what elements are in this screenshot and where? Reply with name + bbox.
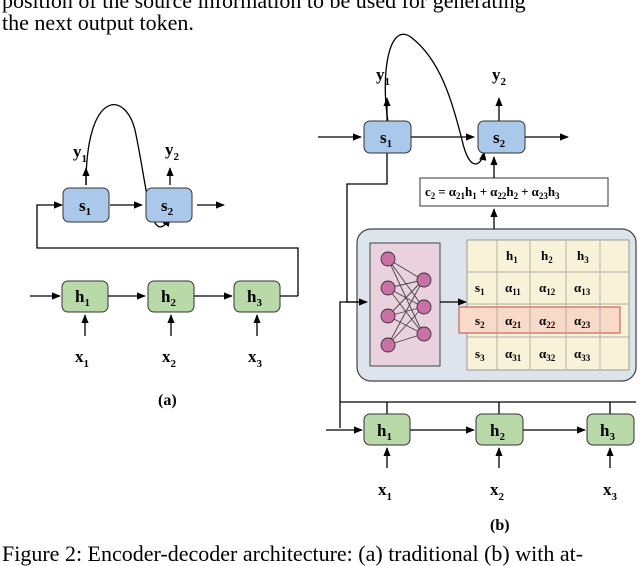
output-label: y2 bbox=[492, 65, 507, 88]
panel-label: (b) bbox=[490, 517, 510, 534]
svg-text:c2=α21h1+α22h2+α23h3: c2=α21h1+α22h2+α23h3 bbox=[425, 184, 560, 201]
input-label: x2 bbox=[490, 480, 505, 503]
input-label: x1 bbox=[75, 347, 89, 370]
encoder-node: h1 bbox=[61, 280, 109, 313]
decoder-node: s1 bbox=[62, 187, 110, 223]
table-col-header: h3 bbox=[577, 248, 589, 265]
table-row-header: s1 bbox=[475, 280, 485, 297]
table-cell: α33 bbox=[574, 346, 591, 363]
input-label: x1 bbox=[378, 480, 392, 503]
table-row-header: s3 bbox=[475, 346, 485, 363]
context-formula: c2=α21h1+α22h2+α23h3 bbox=[419, 177, 609, 207]
svg-text:s1: s1 bbox=[79, 196, 91, 218]
decoder-node: s2 bbox=[477, 120, 526, 154]
svg-text:s2: s2 bbox=[493, 128, 506, 150]
table-col-header: h2 bbox=[541, 248, 553, 265]
figure-caption: Figure 2: Encoder-decoder architecture: … bbox=[2, 541, 584, 566]
output-label: y2 bbox=[165, 140, 180, 163]
svg-text:h3: h3 bbox=[247, 287, 262, 309]
body-text-line: the next output token. bbox=[2, 10, 194, 35]
body-text-line: position of the source information to be… bbox=[2, 0, 526, 13]
panel-label: (a) bbox=[158, 392, 177, 409]
svg-text:s2: s2 bbox=[161, 196, 174, 218]
panel-a: s1 s2 y1 y2 h1 h2 h3 x1 bbox=[30, 104, 299, 409]
encoder-to-attention-connection bbox=[339, 301, 358, 428]
output-label: y1 bbox=[73, 142, 87, 165]
encoder-node: h3 bbox=[586, 413, 635, 446]
encoder-node: h2 bbox=[475, 413, 524, 446]
table-col-header: h1 bbox=[506, 248, 518, 265]
output-feedback-curve bbox=[384, 33, 487, 165]
table-cell: α11 bbox=[505, 280, 521, 297]
svg-text:h3: h3 bbox=[600, 421, 615, 443]
svg-text:h1: h1 bbox=[377, 421, 392, 443]
table-cell: α21 bbox=[505, 313, 522, 330]
panel-b: h1 h2 h3 s1 α11 α12 α13 s2 α21 α22 α23 s… bbox=[318, 33, 637, 534]
table-cell: α23 bbox=[574, 313, 591, 330]
table-cell: α13 bbox=[574, 280, 591, 297]
input-label: x2 bbox=[162, 347, 177, 370]
table-cell: α12 bbox=[539, 280, 556, 297]
highlight-row bbox=[458, 306, 621, 334]
table-cell: α31 bbox=[505, 346, 522, 363]
encoder-node: h2 bbox=[147, 280, 195, 313]
attention-network bbox=[369, 242, 441, 367]
svg-text:h2: h2 bbox=[161, 287, 176, 309]
output-label: y1 bbox=[376, 65, 390, 88]
svg-text:s1: s1 bbox=[380, 128, 392, 150]
encoder-node: h1 bbox=[363, 413, 411, 446]
output-feedback-curve bbox=[85, 104, 171, 228]
input-label: x3 bbox=[248, 347, 263, 370]
encoder-to-decoder-connection bbox=[36, 201, 299, 296]
encoder-node: h3 bbox=[233, 280, 281, 313]
table-cell: α22 bbox=[539, 313, 556, 330]
svg-text:h1: h1 bbox=[75, 287, 90, 309]
table-row-header: s2 bbox=[475, 313, 485, 330]
attention-table: h1 h2 h3 s1 α11 α12 α13 s2 α21 α22 α23 s… bbox=[458, 239, 630, 371]
svg-text:h2: h2 bbox=[490, 421, 505, 443]
decoder-node: s1 bbox=[363, 120, 412, 154]
table-cell: α32 bbox=[539, 346, 556, 363]
decoder-node: s2 bbox=[145, 187, 193, 223]
input-label: x3 bbox=[603, 480, 618, 503]
